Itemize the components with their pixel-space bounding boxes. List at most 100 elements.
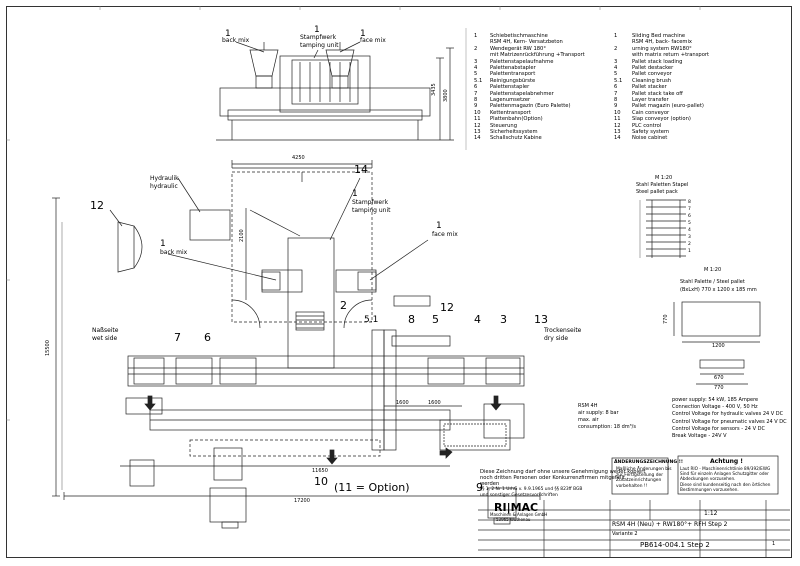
legend-number: 9: [474, 103, 478, 110]
legend-number: 2: [474, 45, 478, 52]
pallet-pack-level: 2: [688, 242, 691, 247]
wet-side-label: wet side: [92, 335, 118, 342]
plan-number-9: 9: [476, 481, 483, 494]
power-line: Control Voltage for hydraulic valves 24 …: [672, 411, 784, 418]
legend-text-de: Schiebetischmaschine: [490, 33, 548, 39]
copyright-line: Diese Zeichnung darf ohne unsere Genehmi…: [480, 469, 646, 475]
steel-pallet-dim-w: 1200: [712, 343, 725, 349]
legend-number: 14: [474, 135, 481, 142]
notice-right-line: Diese sind kundenseitig nach den örtlich…: [680, 481, 771, 487]
air-consumption-label: consumption: 18 dm³/s: [578, 424, 636, 430]
plan-dim-2100: 2100: [239, 229, 245, 242]
trockenseite-label: Trockenseite: [544, 327, 582, 334]
legend-text-de: Lagenumsetzer: [490, 97, 531, 103]
plan-number-14: 14: [354, 163, 368, 176]
pallet-pack-level: 5: [688, 221, 691, 226]
title-block-grid: [478, 500, 790, 558]
plan-number-5: 5: [432, 313, 439, 326]
plan-number-5-1: 5.1: [364, 315, 379, 325]
legend-number-en: 1: [614, 33, 618, 39]
steel-pallet-dim-770: 770: [714, 385, 724, 391]
legend-number: 1: [474, 33, 478, 39]
pallet-pack-view: [639, 199, 686, 258]
top-dim-a: 3435: [431, 83, 437, 96]
plan-tamping-unit-label: tamping unit: [352, 207, 391, 214]
pallet-pack-level: 7: [688, 207, 691, 212]
legend-text-en: Cain conveyor: [632, 109, 670, 116]
pallet-pack-title-de: Stahl Paletten Stapel: [636, 182, 689, 188]
copyright-line: und sonstiger Gesetzesvorschriften: [480, 493, 558, 498]
legend-number-en: 14: [614, 135, 621, 142]
nassseite-label: Naßseite: [92, 327, 119, 334]
notice-left-line: vorbehalten !!: [616, 483, 648, 489]
front-view: [216, 41, 454, 141]
plan-face-mix-label: face mix: [432, 231, 458, 238]
legend-text-de: Plattenbahn(Option): [490, 116, 543, 123]
legend-text-en: RSM 4H, back- facemix: [632, 39, 692, 46]
drawing-frame: [6, 6, 792, 558]
legend-text-de: Schallschutz Kabine: [490, 135, 542, 142]
legend-text-de: RSM 4H, Kern- Versatzbeton: [490, 39, 563, 46]
air-max-label: max. air: [578, 417, 599, 423]
plan-number-2: 2: [340, 299, 347, 312]
drawing-number: PB614-004.1 Step 2: [640, 541, 710, 549]
steel-pallet-size: (BxLxH) 770 x 1200 x 185 mm: [680, 287, 757, 293]
legend-number-en: 9: [614, 103, 618, 110]
notice-right-line: Sind für einzeln Anlagen Schutzgitter od…: [680, 471, 769, 477]
steel-pallet-dim-h: 770: [663, 314, 669, 324]
legend-number-en: 4: [614, 65, 618, 71]
legend-number: 13: [474, 129, 481, 135]
plan-number-13: 13: [534, 313, 548, 326]
drawing-variant: Variante 2: [612, 531, 638, 537]
legend-text-de: Sicherheitssystem: [490, 129, 538, 135]
pallet-pack-level: 1: [688, 249, 691, 254]
plan-number-6: 6: [204, 331, 211, 344]
notice-right-line: Laut RIO - Maschinenrichtlinie 89/392/EW…: [680, 466, 771, 471]
legend-number-en: 10: [614, 109, 621, 116]
legend-text-en: with matrix return +transport: [632, 52, 710, 59]
legend-number-en: 6: [614, 84, 618, 91]
notice-left-line: zur Fertigstellung der: [616, 472, 663, 478]
legend-number-en: 7: [614, 90, 618, 97]
plan-dim-1600a: 1600: [396, 400, 409, 406]
power-line: power supply: 54 kW, 185 Ampere: [672, 397, 759, 403]
legend-text-de: Palettentransport: [490, 71, 536, 78]
steel-pallet-scale: M 1:20: [704, 267, 722, 273]
plan-face-mix-number: 1: [436, 221, 442, 231]
notice-left-line: Maßliche Änderungen bis: [616, 467, 672, 472]
plan-number-4: 4: [474, 313, 481, 326]
legend-number: 5.1: [474, 77, 483, 84]
dry-side-label: dry side: [544, 335, 569, 342]
legend-text-en: Sliding Bed machine: [632, 33, 686, 39]
power-line: Break Voltage - 24V V: [672, 433, 727, 439]
top-face-mix-number: 1: [360, 29, 366, 39]
legend-text-en: Layer transfer: [632, 97, 669, 103]
legend-text-de: Palettenmagazin (Euro Palette): [490, 103, 571, 110]
legend-text-en: Pallet stack take off: [632, 90, 683, 97]
steel-pallet-dim-670: 670: [714, 375, 724, 381]
drawing-title: RSM 4H (Neu) + RW180°+ RFH Step 2: [612, 521, 728, 528]
pallet-pack-level: 3: [688, 235, 691, 240]
legend-text-en: Slap conveyor (option): [632, 116, 691, 123]
hydraulic-label: hydraulic: [150, 183, 178, 190]
hydraulik-label: Hydraulik: [150, 175, 179, 182]
top-tamping-unit-label: tamping unit: [300, 42, 339, 49]
plan-number-3: 3: [500, 313, 507, 326]
pallet-pack-title-en: Steel pallet pack: [636, 189, 678, 195]
company-sub-1: Maschinen & Anlagen GmbH: [490, 512, 548, 517]
plan-number-12-left: 12: [90, 199, 104, 212]
top-face-mix-label: face mix: [360, 37, 386, 44]
legend-text-de: Reinigungsbürste: [490, 77, 536, 84]
legend-text-en: PLC control: [632, 122, 662, 129]
legend-number: 10: [474, 109, 481, 116]
plan-stampfwerk-label: Stampfwerk: [352, 199, 389, 206]
power-line: Connection Voltage - 400 V, 50 Hz: [672, 404, 758, 411]
plan-number-10: 10: [314, 475, 328, 488]
company-logo-text: RI|MAC: [494, 501, 539, 514]
legend-text-en: Pallet destacker: [632, 65, 674, 71]
legend-text-de: mit Matrizenrückführung +Transport: [490, 52, 585, 59]
company-sub-2: 53965 Wuthenau: [496, 517, 531, 522]
notice-right-line: Abdeckungen vorzusehen.: [680, 476, 736, 482]
legend-text-de: Kettentransport: [490, 109, 531, 116]
